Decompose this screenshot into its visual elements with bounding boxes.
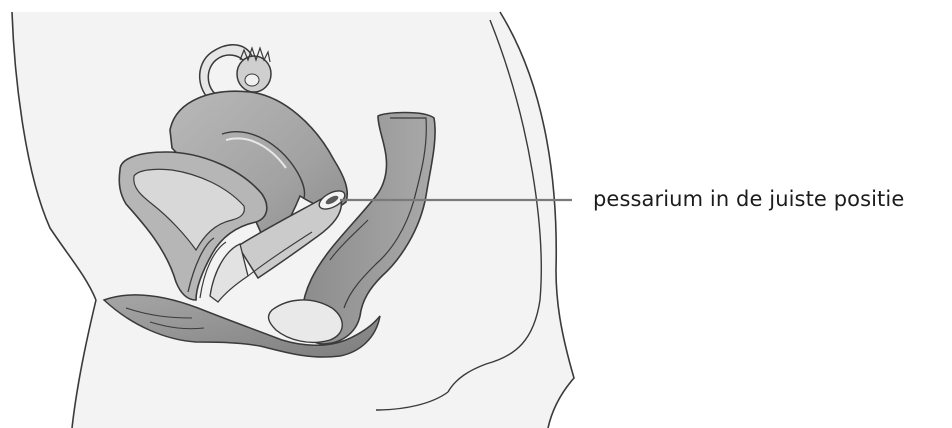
callout-label: pessarium in de juiste positie [593,187,904,211]
